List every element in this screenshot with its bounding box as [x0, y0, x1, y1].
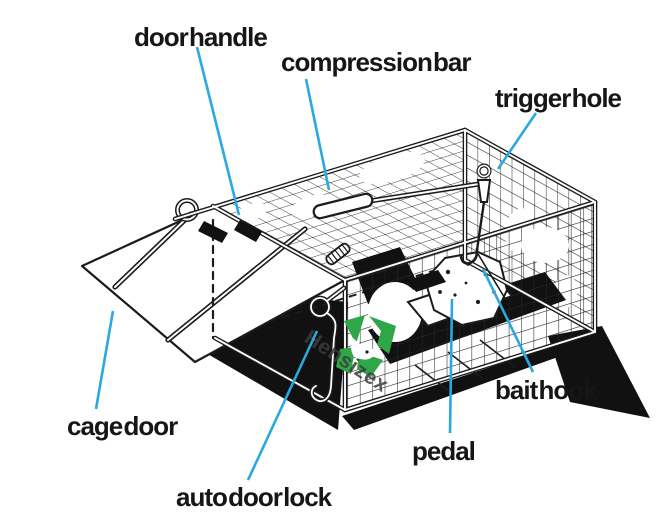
- trigger-assembly: [459, 163, 507, 301]
- leader-trigger-hole: [496, 112, 538, 170]
- label-pedal: pedal: [412, 436, 476, 466]
- brand-logo-icon: [336, 315, 396, 377]
- door-spring-coil: [325, 242, 351, 266]
- door-brace-rod: [165, 226, 308, 343]
- hinge-brackets: [198, 220, 446, 292]
- label-cage-door: cage door: [67, 411, 178, 441]
- leader-bait-hook: [481, 268, 535, 373]
- compression-bar-rod: [312, 181, 482, 220]
- cage-frame: [172, 127, 598, 413]
- leader-auto-door-lock: [246, 330, 319, 481]
- label-door-handle: door handle: [134, 22, 268, 52]
- bait-hook-shape: [459, 247, 479, 265]
- leader-pedal: [448, 298, 454, 434]
- leader-cage-door: [94, 310, 115, 410]
- auto-door-lock-rod: [308, 285, 347, 404]
- label-trigger-hole: trigger hole: [495, 83, 622, 113]
- label-bait-hook: bait hook: [495, 375, 598, 405]
- leader-door-handle: [195, 46, 241, 216]
- label-auto-door-lock: auto door lock: [176, 482, 332, 512]
- leader-lines: [94, 46, 538, 481]
- label-compression-bar: compression bar: [281, 47, 472, 77]
- leader-compression-bar: [304, 78, 331, 191]
